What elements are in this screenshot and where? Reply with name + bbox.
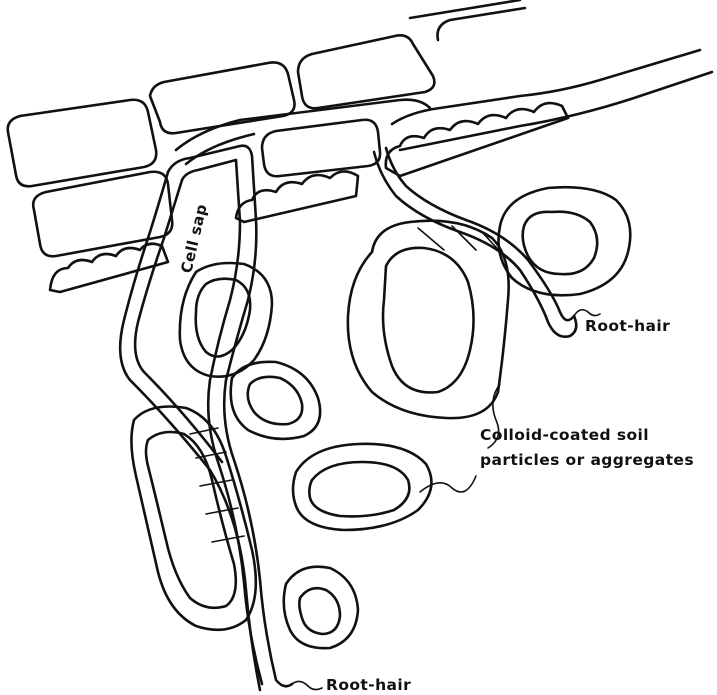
cortex-cells: [8, 0, 712, 256]
colloid-coating: [284, 567, 358, 648]
colloid-label-line2: particles or aggregates: [480, 451, 694, 469]
cortex-cell-1: [150, 62, 295, 133]
colloid-coating: [348, 221, 509, 418]
soil-particle-right-lower: [293, 444, 431, 530]
soil-particle-center: [231, 362, 320, 439]
cortex-cell-5: [8, 100, 157, 187]
particle-core: [309, 462, 409, 516]
root-hairs: [120, 100, 576, 690]
soil-particle-top-right: [499, 187, 631, 295]
cortex-cell-3: [410, 0, 520, 18]
root-hair-right-outer: [374, 152, 576, 337]
root-hair-right-label: Root-hair: [585, 317, 670, 335]
cortex-cell-4: [438, 8, 526, 40]
leader-lines: [292, 310, 600, 690]
particle-core: [248, 377, 302, 424]
root-hair-bottom-label: Root-hair: [326, 676, 411, 694]
scallop-row-left: [50, 244, 168, 292]
colloid-label-line1: Colloid-coated soil: [480, 426, 649, 444]
particle-core: [299, 588, 340, 634]
soil-particles: [131, 187, 630, 648]
soil-particle-mid-left: [180, 263, 272, 377]
soil-particle-bottom-small: [284, 567, 358, 648]
cortex-cell-9: [400, 72, 712, 150]
cell-sap-label: Cell sap: [177, 202, 210, 275]
colloid-coating: [180, 263, 272, 377]
soil-particle-bottom-left: [131, 407, 255, 630]
cortex-cell-7: [262, 120, 380, 177]
colloid-coating: [499, 187, 631, 295]
leader-root-hair-bottom: [292, 681, 322, 689]
root-hair-top-tube-inner: [186, 134, 254, 164]
cortex-cell-2: [298, 35, 434, 108]
particle-core: [383, 248, 474, 393]
cortex-cell-8: [392, 50, 700, 124]
particle-core: [523, 212, 598, 274]
soil-particle-large-right: [348, 221, 509, 418]
colloid-coating: [231, 362, 320, 439]
leader-root-hair-right: [574, 310, 600, 316]
leader-colloid-lower: [420, 476, 476, 492]
